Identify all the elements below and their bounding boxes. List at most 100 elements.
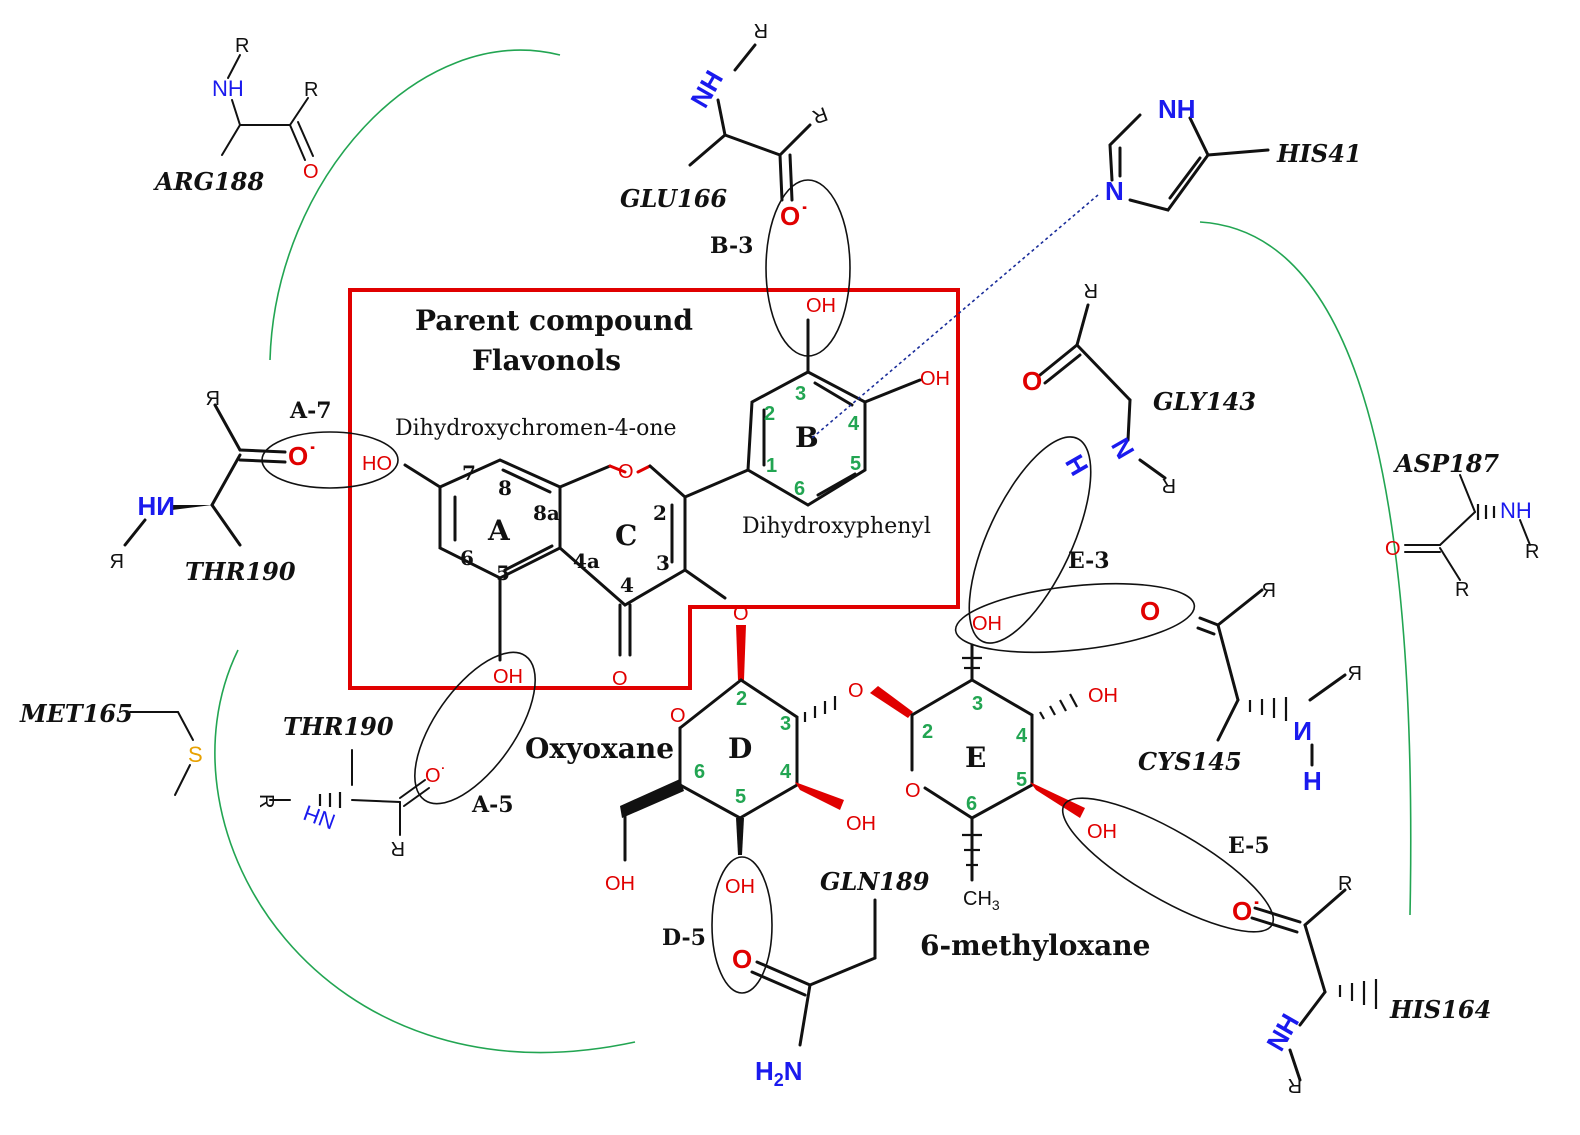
e4-oh-atom: OH (1088, 685, 1118, 707)
svg-text:O: O (1022, 366, 1042, 396)
b3-oh-atom: OH (806, 295, 836, 317)
residue-thr190-bottom: NH R R O˙ THR190 (255, 712, 447, 859)
d4-oh-atom: OH (846, 813, 876, 835)
svg-text:NH: NH (137, 491, 175, 521)
pocket-curve-right (1199, 221, 1412, 916)
svg-text:R: R (206, 388, 220, 410)
svg-text:8a: 8a (533, 501, 560, 525)
svg-text:3: 3 (795, 383, 806, 405)
d6-oh-atom: OH (605, 873, 635, 895)
label-e3: E-3 (1068, 548, 1110, 574)
svg-text:R: R (809, 102, 830, 128)
ellipse-e5 (1061, 797, 1275, 933)
residue-arg188: R NH R O ARG188 (153, 35, 319, 196)
residue-cys145: O R N H R CYS145 (1138, 580, 1362, 796)
label-b3: B-3 (710, 233, 753, 259)
svg-text:4: 4 (780, 761, 792, 783)
svg-text:N: N (1293, 716, 1312, 746)
ellipse-b3 (765, 179, 851, 357)
svg-text:O: O (1385, 538, 1401, 560)
thr190-bottom-o: O˙ (425, 765, 447, 787)
a7-ho-atom: HO (362, 453, 392, 475)
svg-text:R: R (1525, 541, 1539, 563)
ring-d (620, 625, 844, 862)
residue-label-gly143: GLY143 (1153, 387, 1256, 416)
residue-label-thr190-bottom: THR190 (283, 712, 394, 741)
svg-text:R: R (1084, 279, 1098, 301)
c1-o-atom: O (618, 461, 634, 483)
his41-hbond (811, 194, 1099, 439)
svg-text:3: 3 (972, 693, 983, 715)
interaction-ellipses (261, 179, 1275, 994)
svg-text:R: R (1288, 1074, 1302, 1096)
svg-text:R: R (1455, 579, 1469, 601)
residue-label-glu166: GLU166 (620, 184, 727, 213)
svg-text:5: 5 (1016, 769, 1027, 791)
parent-compound-box (348, 288, 960, 690)
residue-his164: O˙ R NH R HIS164 (1232, 873, 1491, 1096)
pocket-curve-bottom-left (214, 649, 636, 1054)
link-o3-atom: O (733, 603, 749, 625)
b4-oh-atom: OH (920, 368, 950, 390)
svg-text:R: R (391, 837, 405, 859)
svg-text:4: 4 (620, 573, 634, 597)
residue-label-gln189: GLN189 (820, 867, 930, 896)
svg-text:1: 1 (766, 455, 777, 477)
svg-text:NH: NH (1158, 94, 1196, 124)
a5-oh-atom: OH (493, 666, 523, 688)
svg-text:2: 2 (736, 688, 747, 710)
svg-text:NH: NH (300, 800, 338, 834)
residue-his41: NH N HIS41 (1105, 94, 1362, 212)
ring-label-c: C (615, 519, 637, 552)
svg-text:H: H (1303, 766, 1322, 796)
svg-text:R: R (754, 19, 768, 41)
oxyoxane-label: Oxyoxane (525, 732, 674, 765)
residue-label-met165: MET165 (19, 699, 133, 728)
d-ring-o-atom: O (670, 705, 686, 727)
residue-thr190-left: R O˙ NH R THR190 (110, 388, 317, 586)
cys145-o: O (1140, 596, 1160, 626)
residue-label-his41: HIS41 (1276, 139, 1362, 168)
residue-label-asp187: ASP187 (1393, 449, 1499, 478)
ring-e-numbers: 2 3 4 5 6 (922, 693, 1028, 815)
svg-text:4: 4 (1016, 725, 1028, 747)
e5-oh-atom: OH (1087, 821, 1117, 843)
label-d5: D-5 (662, 925, 706, 951)
svg-text:4: 4 (848, 413, 860, 435)
phenyl-label: Dihydroxyphenyl (742, 514, 931, 539)
hash-e6 (962, 833, 982, 867)
svg-text:R: R (304, 79, 318, 101)
svg-text:N: N (1105, 433, 1140, 464)
hash-e3 (962, 656, 982, 670)
ch3-atom: CH3 (963, 888, 1000, 913)
ring-d-numbers: 2 3 4 5 6 (694, 688, 792, 808)
svg-text:3: 3 (656, 551, 670, 575)
ellipse-d5 (711, 856, 773, 994)
label-e5: E-5 (1228, 833, 1270, 859)
svg-text:2: 2 (764, 403, 775, 425)
svg-text:NH: NH (1260, 1008, 1305, 1056)
svg-text:4a: 4a (573, 549, 600, 573)
residue-gln189: O H2N GLN189 (732, 867, 930, 1090)
d5-oh-atom: OH (725, 876, 755, 898)
svg-text:6: 6 (794, 478, 805, 500)
svg-text:S: S (188, 742, 203, 767)
svg-text:R: R (1162, 474, 1176, 496)
ring-label-e: E (965, 741, 986, 774)
residue-label-cys145: CYS145 (1138, 747, 1242, 776)
chromenone-label: Dihydroxychromen-4-one (395, 416, 677, 441)
ring-label-b: B (795, 421, 819, 454)
svg-text:R: R (1338, 873, 1352, 895)
link-od-atom: O (848, 680, 864, 702)
glu166-o: O˙ (780, 201, 809, 231)
svg-text:NH: NH (684, 65, 729, 113)
svg-text:N: N (1105, 176, 1124, 206)
e-ring-o-atom: O (905, 780, 921, 802)
methyloxane-label: 6-methyloxane (920, 929, 1150, 962)
svg-text:6: 6 (694, 761, 705, 783)
binding-pocket-curves (214, 49, 1412, 1054)
hash-e4 (1039, 693, 1078, 720)
ring-b-numbers: 3 2 4 1 5 6 (764, 383, 861, 500)
svg-text:3: 3 (780, 713, 791, 735)
residue-label-his164: HIS164 (1389, 995, 1491, 1024)
